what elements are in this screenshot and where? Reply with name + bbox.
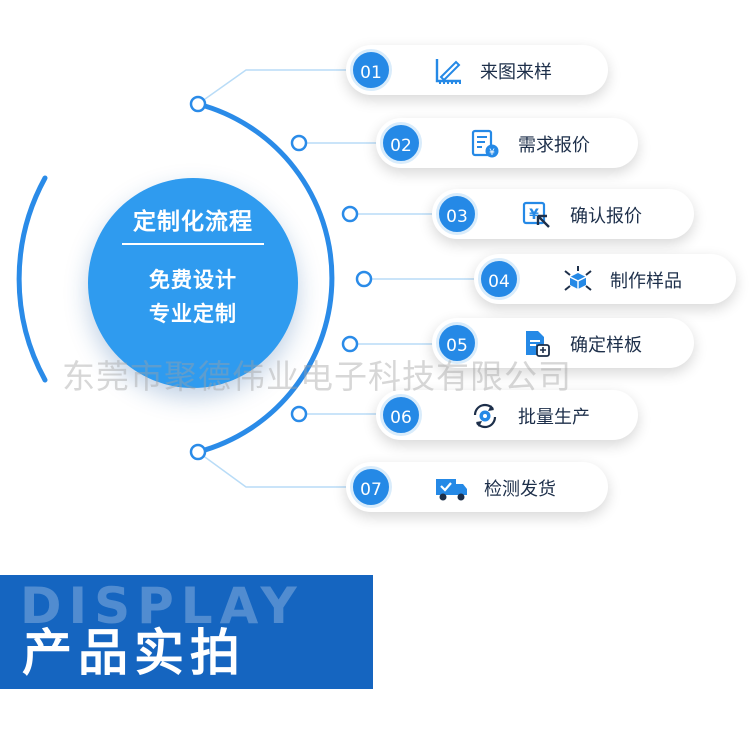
svg-text:¥: ¥ [529,207,539,223]
quote-document-icon: ¥ [470,129,500,159]
center-title: 定制化流程 [133,209,253,235]
arc-dot [290,405,308,423]
cube-network-icon [562,265,592,295]
step-07: 07 检测发货 [346,462,608,516]
step-number: 07 [350,466,392,508]
svg-text:¥: ¥ [489,148,495,158]
step-06: 06 批量生产 [376,390,638,444]
step-01: 01 来图来样 [346,45,608,99]
step-number: 02 [380,122,422,164]
step-02: 02 ¥ 需求报价 [376,118,638,172]
step-label: 确认报价 [570,206,642,227]
center-circle: 定制化流程 免费设计 专业定制 [88,178,298,388]
banner-bg-text: DISPLAY [20,577,304,635]
step-label: 批量生产 [518,407,590,428]
arc-dot [189,443,207,461]
step-05: 05 确定样板 [432,318,694,372]
main-arc [197,101,335,455]
step-label: 制作样品 [610,271,682,292]
step-number: 04 [478,258,520,300]
arc-dot [189,95,207,113]
banner-title: 产品实拍 [22,624,246,682]
sample-document-icon [522,329,552,359]
center-divider [122,243,264,245]
center-subtitle-2: 专业定制 [149,302,237,326]
step-label: 来图来样 [480,62,552,83]
step-label: 确定样板 [570,335,642,356]
gear-cycle-icon [470,401,500,431]
step-number: 05 [436,322,478,364]
arc-dot [290,134,308,152]
drawing-ruler-icon [434,56,464,86]
product-photo-banner: DISPLAY 产品实拍 [0,575,373,689]
step-number: 06 [380,394,422,436]
center-subtitle-1: 免费设计 [149,268,237,292]
arc-dot [341,335,359,353]
step-label: 检测发货 [484,479,556,500]
arc-dot [355,270,373,288]
yen-confirm-icon: ¥ [522,200,552,230]
left-arc [16,175,48,383]
watermark-text: 东莞市聚德伟业电子科技有限公司 [62,357,572,396]
step-03: 03 ¥ 确认报价 [432,189,694,243]
step-04: 04 制作样品 [474,254,736,308]
delivery-truck-icon [434,473,470,503]
connector-lines [197,69,478,488]
step-label: 需求报价 [518,135,590,156]
arc-dots [189,95,373,461]
step-number: 03 [436,193,478,235]
arc-dot [341,205,359,223]
step-number: 01 [350,49,392,91]
